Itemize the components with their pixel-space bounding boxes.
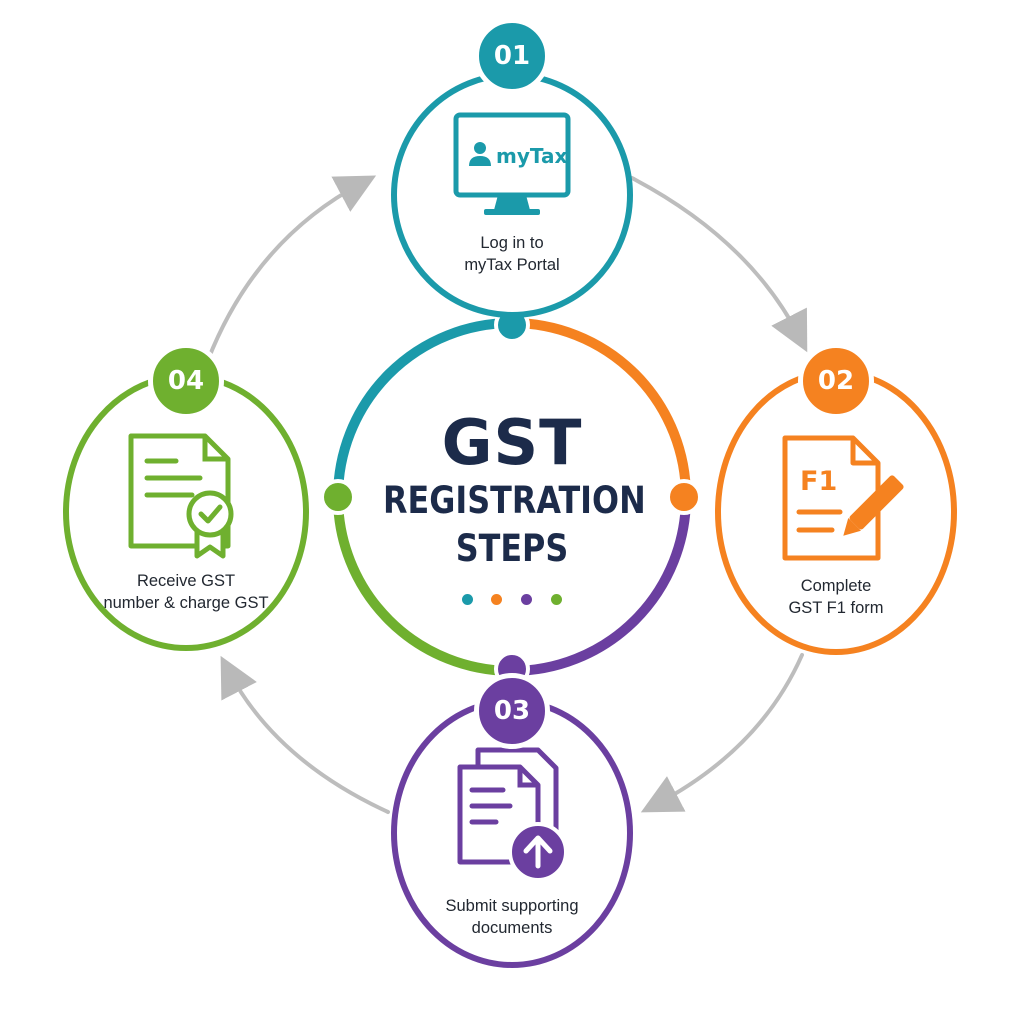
arrow-03-to-04 — [220, 655, 390, 814]
step-01-label: Log in to myTax Portal — [412, 232, 612, 276]
step-02-label: Complete GST F1 form — [736, 575, 936, 619]
step-03-badge: 03 — [474, 673, 550, 749]
step-04-label-line2: number & charge GST — [103, 594, 269, 612]
arrow-04-to-01 — [206, 175, 377, 362]
title-gst: GST — [441, 406, 583, 479]
step-02-badge: 02 — [798, 343, 874, 419]
step-04-badge: 04 — [148, 343, 224, 419]
step-03-label: Submit supporting documents — [402, 895, 622, 939]
f1-form-text: F1 — [800, 466, 838, 497]
center-ring-green-arc — [333, 496, 513, 676]
form-edit-icon — [782, 435, 904, 561]
title-steps: STEPS — [455, 527, 569, 570]
center-ring-orange-arc — [511, 318, 691, 498]
step-03-label-line2: documents — [471, 919, 553, 937]
arrow-01-to-02 — [630, 176, 808, 353]
dot-green — [551, 594, 562, 605]
step-01-label-line2: myTax Portal — [464, 256, 560, 274]
step-01-badge: 01 — [474, 18, 550, 94]
connector-dot-right — [666, 479, 702, 515]
dot-orange — [491, 594, 502, 605]
certificate-check-icon — [128, 433, 234, 559]
center-ring-purple-arc — [511, 496, 691, 676]
color-dots — [462, 594, 562, 606]
step-02-label-line1: Complete — [800, 577, 872, 595]
connector-dot-left — [320, 479, 356, 515]
dot-purple — [521, 594, 532, 605]
dot-teal — [462, 594, 473, 605]
monitor-icon — [453, 112, 571, 215]
arrow-02-to-03 — [640, 653, 804, 813]
title-registration: REGISTRATION — [383, 479, 646, 522]
documents-upload-icon — [457, 747, 568, 882]
step-01-label-line1: Log in to — [480, 234, 544, 252]
step-04-label-line1: Receive GST — [136, 572, 236, 590]
mytax-screen-text: myTax — [496, 144, 568, 168]
step-03-label-line1: Submit supporting — [445, 897, 579, 915]
step-02-label-line2: GST F1 form — [788, 599, 884, 617]
step-04-label: Receive GST number & charge GST — [86, 570, 286, 614]
